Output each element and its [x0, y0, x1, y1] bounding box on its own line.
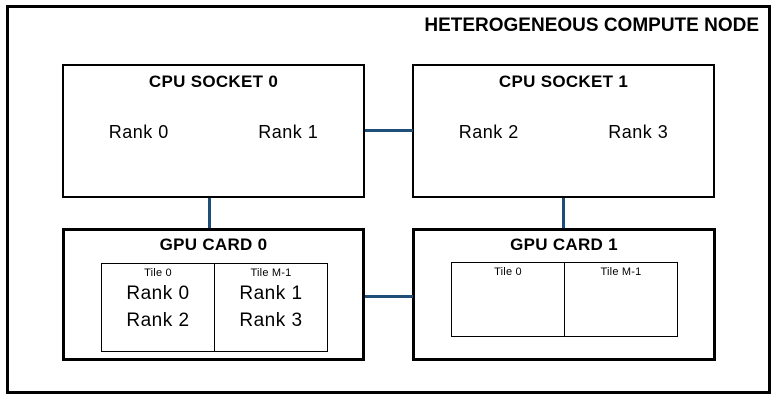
cpu-socket-0-ranks: Rank 0 Rank 1: [64, 122, 363, 143]
rank-label: Rank 1: [258, 122, 319, 142]
connector-cpu1-gpu1: [562, 198, 565, 228]
rank-label: Rank 2: [126, 310, 190, 331]
connector-cpu0-cpu1: [365, 129, 413, 132]
cpu-socket-1-ranks: Rank 2 Rank 3: [414, 122, 713, 143]
rank-label: Rank 3: [239, 310, 303, 331]
cpu-socket-0-box: CPU SOCKET 0 Rank 0 Rank 1: [62, 64, 365, 198]
gpu-card-0-title: GPU CARD 0: [159, 235, 268, 254]
gpu-card-1-box: GPU CARD 1 Tile 0 Tile M-1: [412, 228, 716, 361]
rank-label: Rank 1: [239, 283, 303, 304]
gpu-card-1-tiles: Tile 0 Tile M-1: [451, 262, 678, 337]
gpu-card-1-title: GPU CARD 1: [510, 235, 618, 254]
gpu-card-0-tile-m1: Tile M-1 Rank 1 Rank 3: [215, 264, 327, 351]
gpu-card-0-tiles: Tile 0 Rank 0 Rank 2 Tile M-1 Rank 1 Ran…: [101, 263, 328, 352]
connector-cpu0-gpu0: [208, 198, 211, 228]
tile-label: Tile M-1: [600, 266, 642, 278]
diagram-title: HETEROGENEOUS COMPUTE NODE: [424, 15, 759, 36]
tile-ranks: Rank 0 Rank 2: [102, 280, 214, 334]
tile-label: Tile 0: [144, 267, 172, 279]
rank-label: Rank 3: [608, 122, 669, 142]
connector-gpu0-gpu1: [365, 295, 413, 298]
gpu-card-1-tile-m1: Tile M-1: [565, 263, 677, 336]
cpu-socket-1-box: CPU SOCKET 1 Rank 2 Rank 3: [412, 64, 715, 198]
cpu-socket-1-title: CPU SOCKET 1: [498, 72, 629, 91]
gpu-card-0-box: GPU CARD 0 Tile 0 Rank 0 Rank 2 Tile M-1…: [62, 228, 365, 361]
rank-label: Rank 2: [458, 122, 519, 142]
rank-label: Rank 0: [126, 283, 190, 304]
rank-label: Rank 0: [108, 122, 169, 142]
gpu-card-1-tile-0: Tile 0: [452, 263, 565, 336]
tile-ranks: Rank 1 Rank 3: [215, 280, 327, 334]
gpu-card-0-tile-0: Tile 0 Rank 0 Rank 2: [102, 264, 215, 351]
tile-label: Tile M-1: [250, 267, 292, 279]
tile-label: Tile 0: [494, 266, 522, 278]
cpu-socket-0-title: CPU SOCKET 0: [148, 72, 279, 91]
